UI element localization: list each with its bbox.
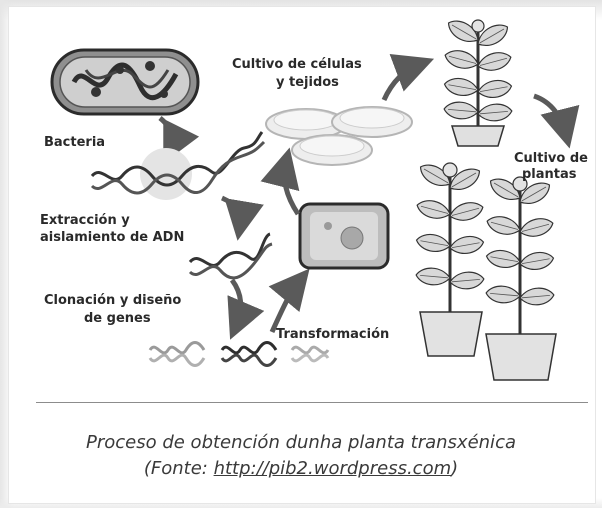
transgenic-process-diagram: Bacteria Extracción y aislamiento de ADN…: [40, 15, 588, 381]
arrow-icon: [381, 54, 435, 102]
label-plant-culture-line2: plantas: [522, 167, 577, 182]
caption-prefix: (Fonte:: [143, 458, 214, 479]
small-plant-icon: [442, 15, 514, 147]
arrow-icon: [220, 195, 264, 241]
caption-line-1: Proceso de obtención dunha planta transx…: [85, 432, 516, 453]
arrow-icon: [533, 93, 580, 149]
label-bacteria: Bacteria: [44, 135, 105, 150]
label-cell-culture-line2: y tejidos: [276, 75, 339, 90]
arrow-icon: [268, 268, 310, 334]
label-cell-culture-line1: Cultivo de células: [232, 57, 362, 72]
label-transformation: Transformación: [276, 327, 389, 342]
label-cloning-line2: de genes: [84, 311, 151, 326]
label-extraction-line1: Extracción y: [40, 213, 130, 228]
gene-fragments-icon: [148, 341, 330, 367]
figure-caption: Proceso de obtención dunha planta transx…: [0, 430, 602, 482]
arrow-icon: [260, 147, 301, 216]
label-cloning-line1: Clonación y diseño: [44, 293, 181, 308]
dna-helix-icon: [90, 131, 266, 195]
caption-suffix: ): [451, 458, 459, 479]
arrow-icon: [227, 278, 265, 340]
label-extraction-line2: aislamiento de ADN: [40, 230, 184, 245]
source-link[interactable]: http://pib2.wordpress.com: [213, 458, 452, 479]
caption-divider: [36, 402, 588, 403]
arrow-icon: [158, 116, 200, 164]
dna-segment-icon: [188, 232, 273, 280]
caption-line-2: (Fonte: http://pib2.wordpress.com): [0, 456, 602, 482]
label-plant-culture-line1: Cultivo de: [514, 151, 588, 166]
petri-dishes-icon: [265, 106, 413, 166]
bacterium-icon: [50, 48, 200, 116]
potted-plants-icon: [414, 159, 557, 381]
transformation-cell-icon: [298, 202, 390, 270]
